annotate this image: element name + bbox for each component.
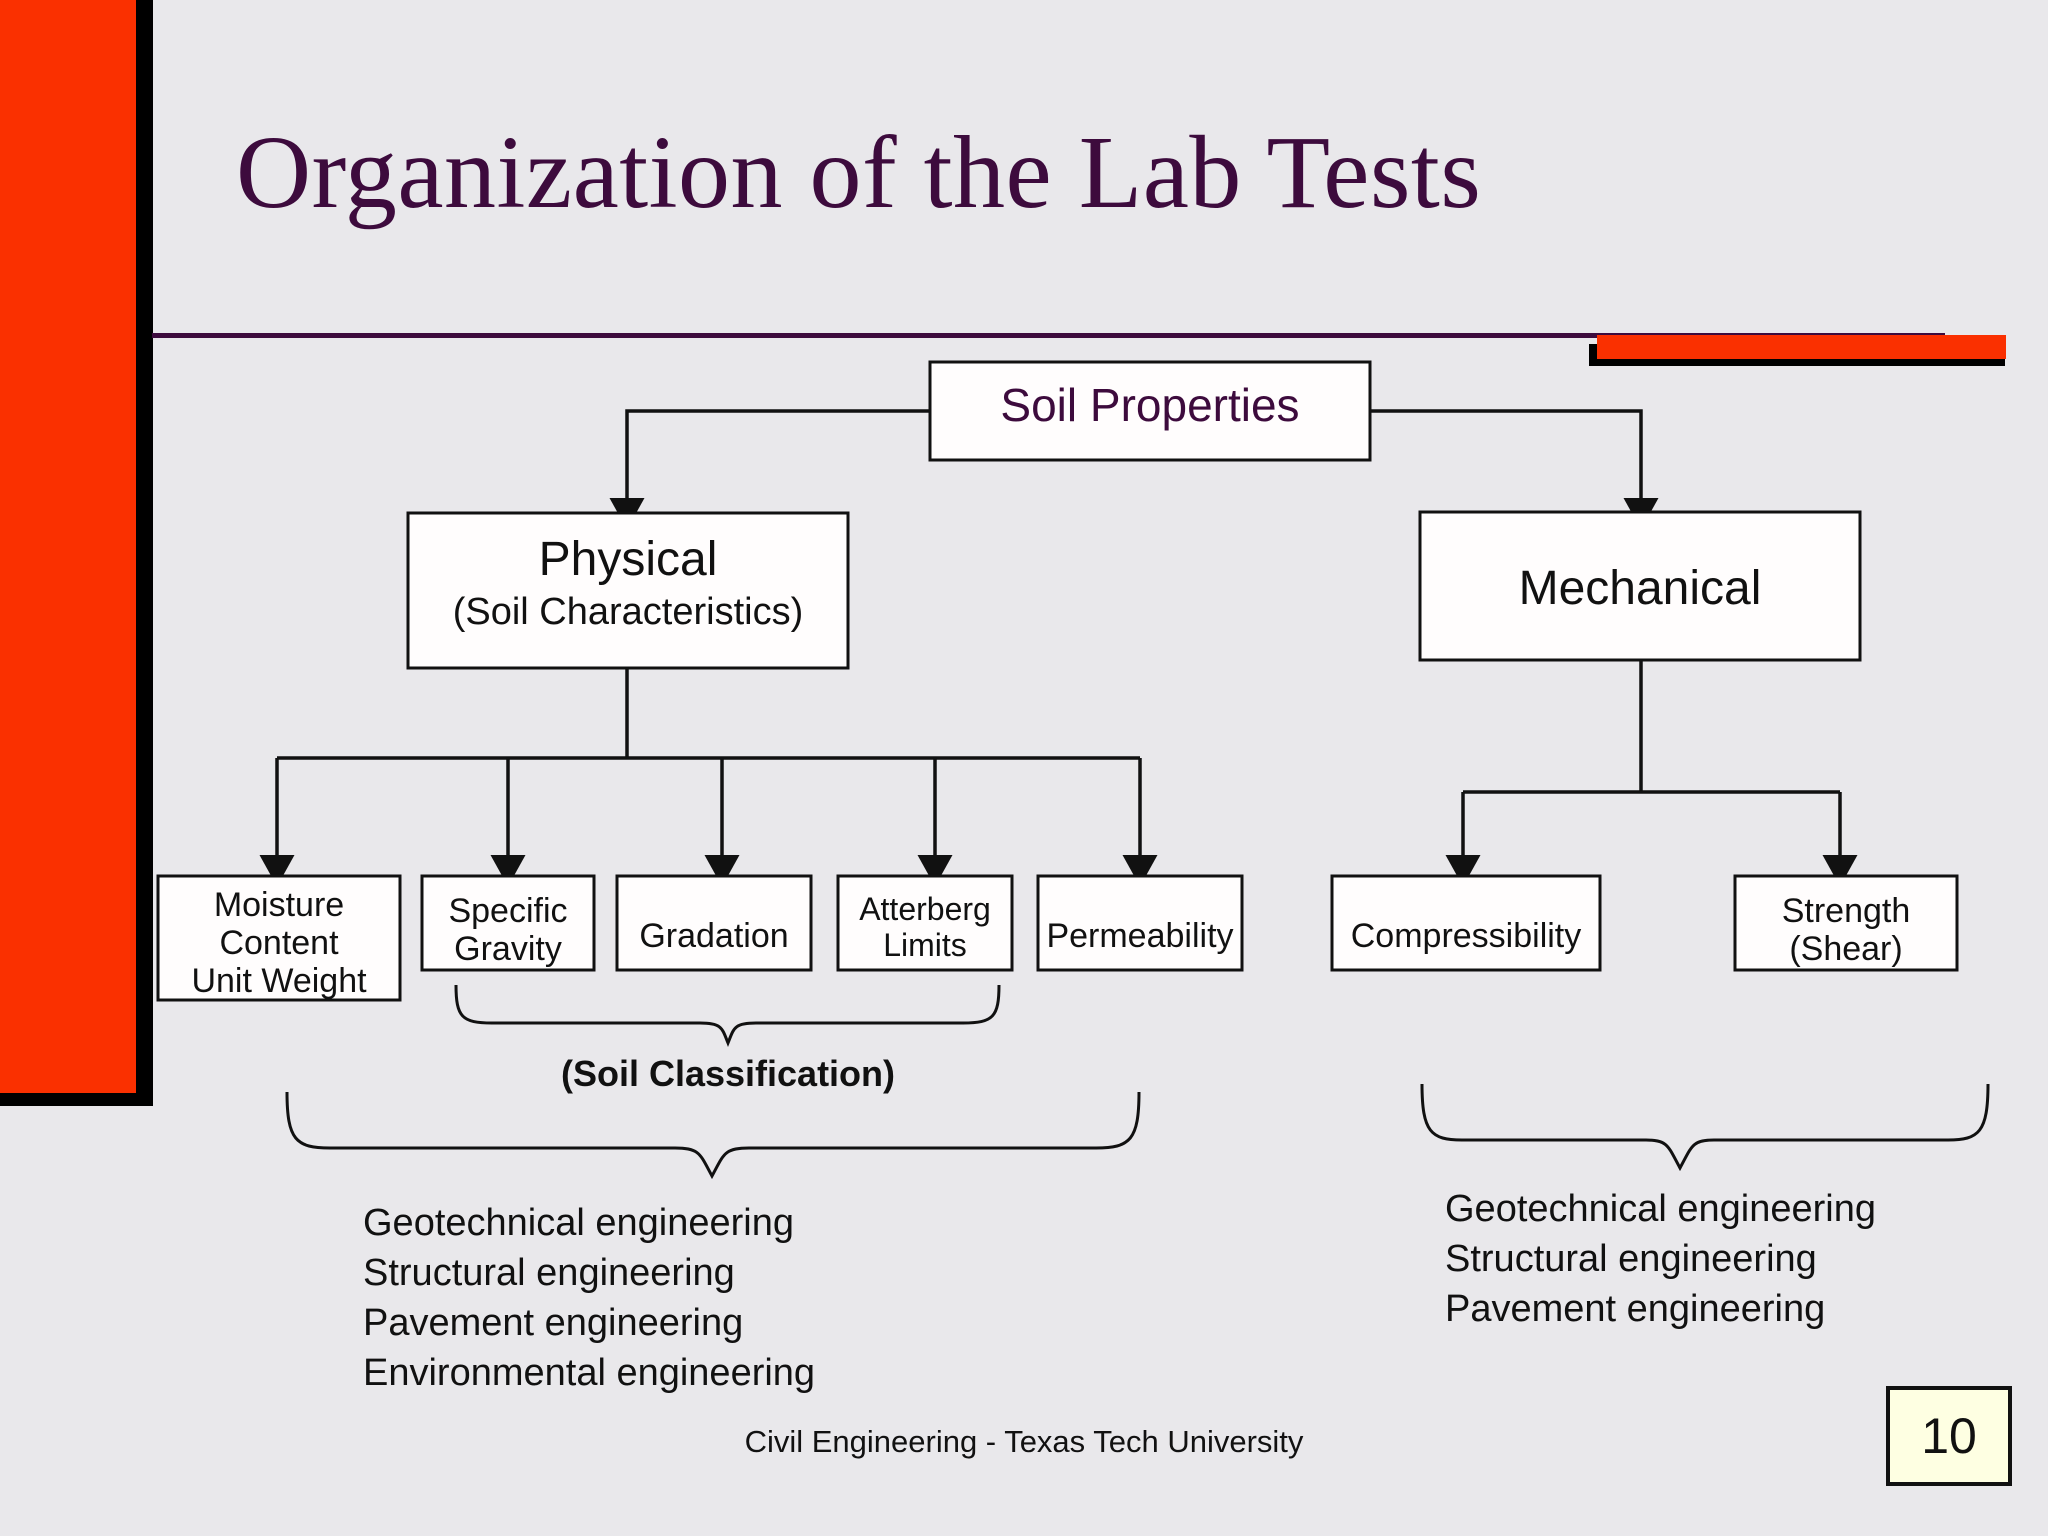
node-gradation-label: Gradation: [617, 917, 811, 955]
node-strength-shear-label: Strength(Shear): [1735, 892, 1957, 968]
discipline-item: Geotechnical engineering: [1445, 1188, 1876, 1230]
node-mechanical-label: Mechanical: [1518, 562, 1762, 615]
page-number-value: 10: [1921, 1408, 1977, 1464]
label-line: Limits: [883, 926, 967, 963]
label-line: Specific: [448, 892, 568, 930]
node-specific-gravity-box[interactable]: [420, 874, 596, 972]
node-permeability-label: Permeability: [1038, 917, 1242, 955]
node-soil-properties-label: Soil Properties: [1000, 379, 1300, 431]
node-physical-sublabel: (Soil Characteristics): [452, 591, 804, 633]
node-gradation-box[interactable]: [615, 874, 813, 972]
label-line: Permeability: [1046, 917, 1234, 955]
header-divider-rule: [152, 333, 1945, 338]
node-permeability-box[interactable]: [1036, 874, 1244, 972]
soil-classification-label: (Soil Classification): [560, 1053, 896, 1094]
discipline-item: Structural engineering: [1445, 1238, 1817, 1281]
label-line: Unit Weight: [191, 962, 367, 1001]
discipline-item: Pavement engineering: [363, 1302, 744, 1345]
discipline-item: Geotechnical engineering: [363, 1202, 794, 1244]
label-line: Compressibility: [1350, 917, 1582, 955]
right-accent-bar: [1597, 335, 2006, 359]
node-physical-label: Physical: [538, 533, 718, 586]
label-line: (Shear): [1789, 930, 1903, 969]
left-accent-bar: [0, 0, 136, 1093]
page-number-badge: 10: [1886, 1386, 2012, 1486]
label-line: Gradation: [639, 917, 789, 955]
label-line: Strength: [1781, 892, 1911, 930]
node-strength-shear-box[interactable]: [1733, 874, 1959, 972]
label-line: Moisture: [213, 886, 345, 924]
page-title: Organization of the Lab Tests: [236, 115, 1482, 230]
label-line: Atterberg: [859, 891, 991, 927]
label-line: Content: [219, 924, 339, 963]
node-moisture-content-box[interactable]: [156, 874, 402, 1002]
node-atterberg-limits-box[interactable]: [836, 874, 1014, 972]
discipline-item: Structural engineering: [363, 1252, 735, 1295]
label-line: Gravity: [454, 930, 562, 969]
discipline-item: Environmental engineering: [363, 1352, 816, 1395]
node-compressibility-box[interactable]: [1330, 874, 1602, 972]
node-compressibility-label: Compressibility: [1332, 917, 1600, 955]
slide-footer: Civil Engineering - Texas Tech Universit…: [744, 1424, 1304, 1459]
discipline-item: Pavement engineering: [1445, 1288, 1826, 1331]
